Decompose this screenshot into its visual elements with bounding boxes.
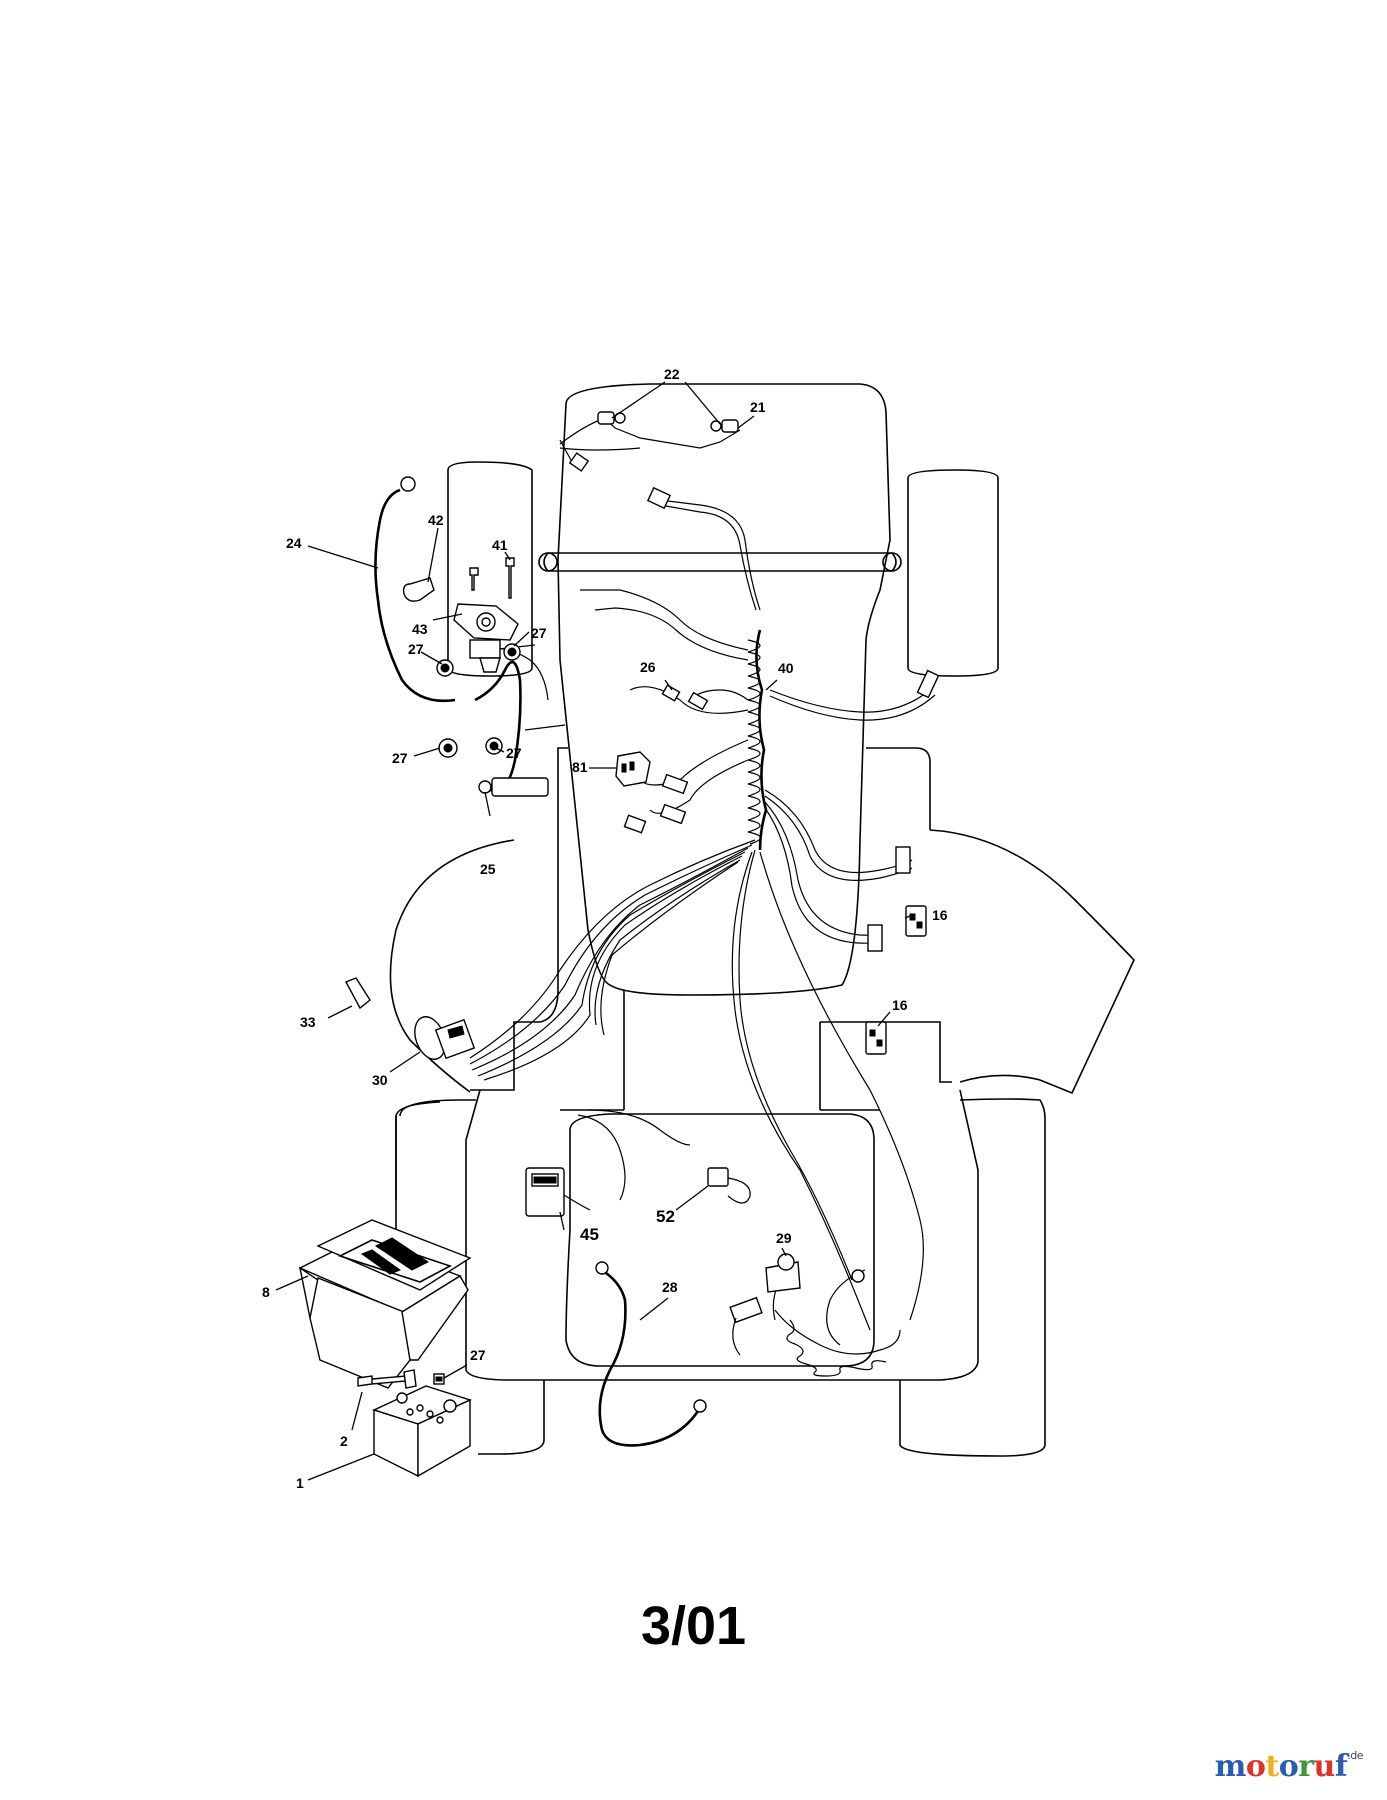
callout-43: 43 xyxy=(412,621,428,637)
nut-27-b xyxy=(503,643,521,661)
connector-mid-b xyxy=(659,803,687,825)
switch-16a xyxy=(905,905,927,937)
battery-tray-8 xyxy=(298,1219,472,1389)
hour-meter-45 xyxy=(525,1167,591,1217)
switch-16b xyxy=(865,1021,887,1055)
watermark-letter: m xyxy=(1214,1749,1247,1784)
ring-terminal-b xyxy=(478,780,492,794)
ignition-switch-30 xyxy=(414,1016,476,1060)
callout-30: 30 xyxy=(372,1072,388,1088)
solenoid-43 xyxy=(453,603,519,673)
nut-27-c xyxy=(438,738,458,758)
rear-plug xyxy=(729,1296,763,1356)
battery-cable-25 xyxy=(474,660,522,792)
connector-26a xyxy=(661,684,681,702)
battery-1 xyxy=(372,1385,472,1478)
page-code: 3/01 xyxy=(640,1596,747,1656)
right-connector-upper xyxy=(895,846,911,874)
headlight-connector xyxy=(568,452,590,472)
left-fender xyxy=(389,839,515,1093)
watermark-suffix: .de xyxy=(1347,1749,1363,1762)
parts xyxy=(298,411,927,1478)
callout-27-a: 27 xyxy=(531,625,547,641)
battery-terminal xyxy=(403,1369,417,1389)
upper-connector xyxy=(646,486,672,510)
callout-16-b: 16 xyxy=(892,997,908,1013)
callout-27-b: 27 xyxy=(408,641,424,657)
nut-27-e xyxy=(433,1373,445,1385)
right-fender xyxy=(929,829,1135,1095)
sensor-52 xyxy=(707,1167,751,1204)
ring-terminal-e xyxy=(851,1269,865,1283)
rear-coil xyxy=(786,1319,887,1377)
battery-cable-24 xyxy=(374,488,456,703)
fuse-holder xyxy=(491,777,549,797)
callout-52: 52 xyxy=(656,1207,675,1226)
motoruf-watermark-logo: motoruf.de xyxy=(1215,1749,1364,1784)
ring-terminal-a xyxy=(400,476,416,492)
callout-45: 45 xyxy=(580,1225,599,1244)
front-axle xyxy=(543,552,897,572)
axle-pivot-left xyxy=(538,552,558,572)
callout-2: 2 xyxy=(340,1433,348,1449)
watermark-letter: o xyxy=(1245,1749,1266,1784)
callout-1: 1 xyxy=(296,1475,304,1491)
callout-33: 33 xyxy=(300,1014,316,1030)
watermark-letters: motoruf xyxy=(1215,1749,1348,1784)
callout-27-e: 27 xyxy=(470,1347,486,1363)
callout-40: 40 xyxy=(778,660,794,676)
headlight-left xyxy=(597,411,626,425)
callout-27-d: 27 xyxy=(506,745,522,761)
connector-mid-c xyxy=(623,814,647,834)
ground-cable-28 xyxy=(597,1266,702,1447)
seat xyxy=(565,1113,875,1367)
callout-21: 21 xyxy=(750,399,766,415)
center-tunnel xyxy=(560,990,880,1111)
axle-pivot-right xyxy=(882,552,902,572)
rear-left-tire-outer xyxy=(395,1101,441,1230)
watermark-letter: u xyxy=(1313,1749,1336,1784)
watermark-letter: f xyxy=(1334,1749,1348,1784)
callout-24: 24 xyxy=(286,535,302,551)
connector-26b xyxy=(687,691,709,711)
headlight-right xyxy=(710,419,739,433)
front-right-tire xyxy=(907,469,999,677)
battery-bolt-2 xyxy=(357,1375,407,1387)
callout-28: 28 xyxy=(662,1279,678,1295)
rear-body xyxy=(465,1089,979,1381)
nut-27-d xyxy=(485,737,503,755)
terminal-boot xyxy=(402,577,435,602)
ignition-key-33 xyxy=(345,977,371,1010)
callout-27-c: 27 xyxy=(392,750,408,766)
callout-42: 42 xyxy=(428,512,444,528)
relay-81 xyxy=(615,751,651,787)
screw-41a xyxy=(469,567,479,591)
switch-29 xyxy=(765,1253,801,1293)
leader-lines xyxy=(275,381,916,1481)
callout-26: 26 xyxy=(640,659,656,675)
callout-25: 25 xyxy=(480,861,496,877)
watermark-letter: r xyxy=(1298,1749,1314,1784)
callout-81: 81 xyxy=(572,759,588,775)
wire-loom-40 xyxy=(747,629,768,851)
callout-29: 29 xyxy=(776,1230,792,1246)
ring-terminal-c xyxy=(595,1261,609,1275)
screw-41b xyxy=(505,557,515,599)
callout-8: 8 xyxy=(262,1284,270,1300)
callout-41: 41 xyxy=(492,537,508,553)
callout-16-a: 16 xyxy=(932,907,948,923)
ring-terminal-d xyxy=(693,1399,707,1413)
rear-right-tire xyxy=(899,1098,1046,1457)
front-left-tire xyxy=(447,461,533,677)
right-connector-lower xyxy=(867,924,883,952)
watermark-letter: t xyxy=(1265,1749,1279,1784)
callout-22: 22 xyxy=(664,366,680,382)
right-connector xyxy=(916,669,940,699)
hood xyxy=(557,383,891,996)
callout-labels: 22 21 24 42 41 43 27 27 27 27 25 26 40 8… xyxy=(262,366,948,1491)
tractor-outline xyxy=(389,383,1135,1457)
watermark-letter: o xyxy=(1278,1749,1299,1784)
connector-mid-a xyxy=(661,773,689,795)
